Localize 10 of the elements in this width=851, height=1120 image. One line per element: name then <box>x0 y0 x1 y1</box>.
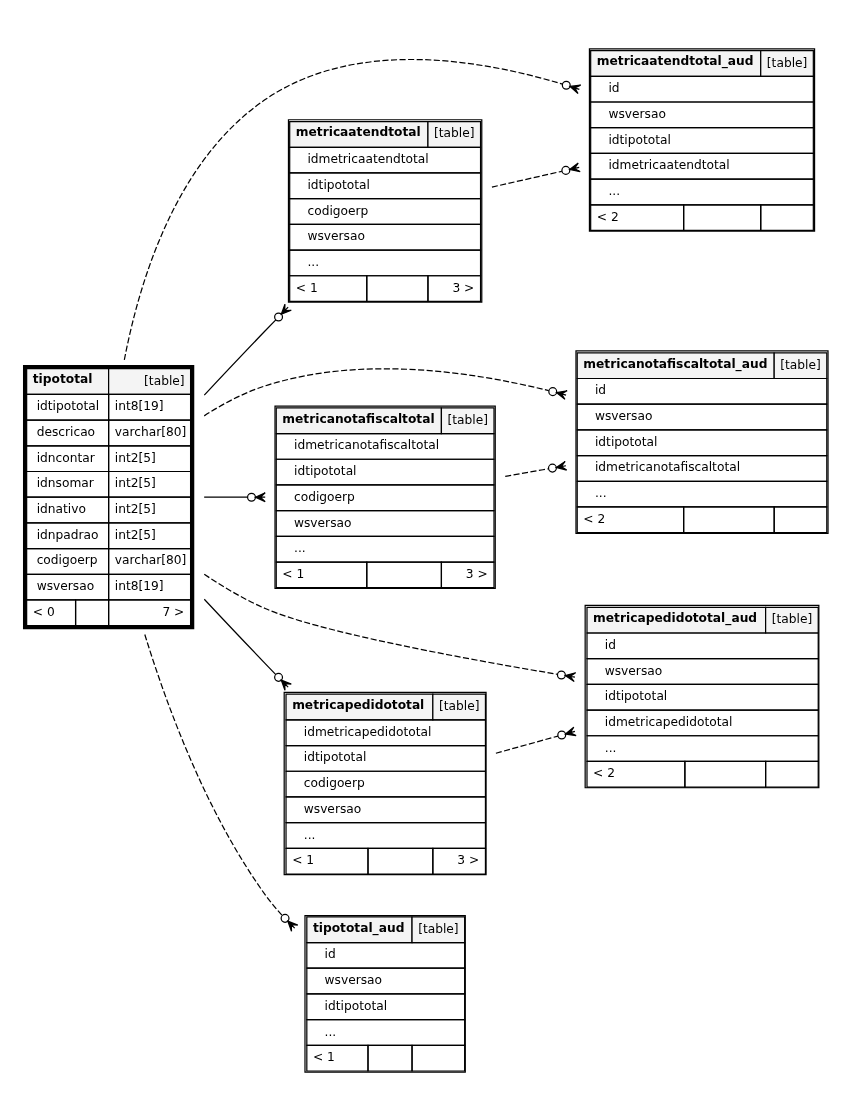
connector <box>203 367 568 416</box>
connector <box>504 460 568 477</box>
connector <box>203 598 292 691</box>
connector <box>144 633 299 932</box>
connector <box>123 58 582 360</box>
connector <box>203 573 577 682</box>
connector <box>203 303 292 396</box>
connector <box>491 161 581 188</box>
connector <box>495 726 577 754</box>
connector <box>203 491 266 502</box>
